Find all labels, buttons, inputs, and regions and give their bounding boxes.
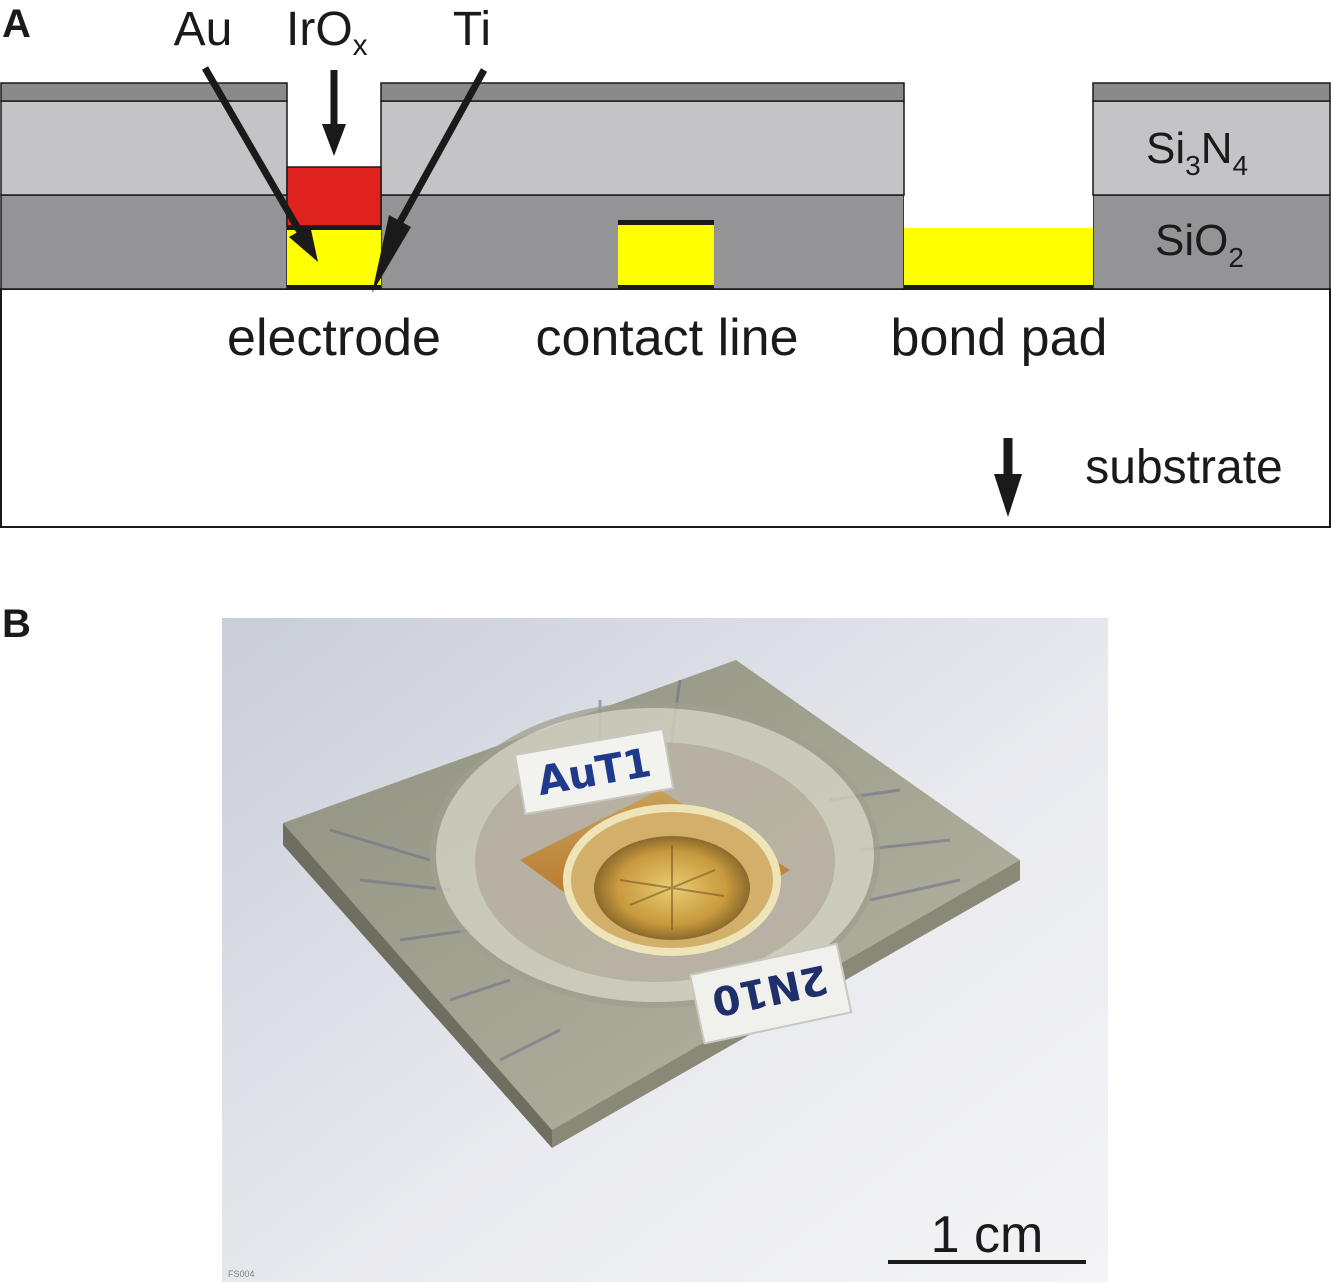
photo-background	[222, 618, 1108, 1282]
electrode-iridium-oxide	[286, 166, 382, 227]
label-substrate: substrate	[1085, 441, 1282, 494]
label-sio2: SiO2	[1155, 216, 1244, 273]
label-contact-line: contact line	[535, 309, 798, 367]
substrate-layer	[0, 288, 1331, 528]
panel-b-letter: B	[2, 602, 31, 646]
photo-corner-mark: FS004	[228, 1269, 255, 1279]
inner-well	[563, 804, 781, 956]
contact-line-ti-bottom	[618, 285, 714, 289]
cross-section-diagram: Au IrOx Ti Si3N4 SiO2 electrode contact …	[0, 3, 1331, 528]
chip-tag-top: AuT1	[513, 727, 675, 816]
label-si3n4: Si3N4	[1146, 124, 1248, 181]
arrow-irox	[322, 70, 346, 156]
label-ti: Ti	[453, 3, 491, 56]
si3n4-top-strip	[0, 82, 1331, 102]
outer-ring	[430, 702, 880, 1008]
arrow-substrate	[994, 438, 1022, 517]
contact-line-ti-top	[618, 220, 714, 225]
electrode-ti-top	[287, 226, 381, 230]
label-irox: IrOx	[286, 3, 368, 62]
chip-tag-bottom-text: 2N10	[708, 955, 832, 1024]
electrode-grid	[619, 845, 725, 930]
contact-line-gold	[618, 225, 714, 285]
label-bond-pad: bond pad	[891, 309, 1108, 367]
arrow-au	[201, 66, 318, 262]
si3n4-layer	[0, 100, 1331, 196]
chip-carrier	[283, 660, 1020, 1130]
bond-pad-gold	[904, 228, 1093, 285]
label-au: Au	[174, 3, 233, 56]
label-electrode: electrode	[227, 309, 441, 367]
mea-chip	[520, 790, 790, 955]
electrode-array-area	[594, 836, 750, 940]
chip-tag-top-text: AuT1	[534, 740, 655, 805]
panel-a-letter: A	[2, 2, 31, 46]
chip-tag-bottom: 2N10	[688, 942, 853, 1045]
chip-carrier-edge-front	[552, 860, 1020, 1148]
chip-carrier-edge-left	[283, 823, 552, 1148]
bond-pad-ti-bottom	[904, 285, 1093, 289]
carrier-tracks	[329, 679, 961, 1062]
arrow-ti	[372, 68, 488, 293]
scale-bar-label: 1 cm	[931, 1206, 1044, 1264]
ring-inner	[475, 742, 835, 982]
electrode-ti-bottom	[287, 285, 381, 289]
